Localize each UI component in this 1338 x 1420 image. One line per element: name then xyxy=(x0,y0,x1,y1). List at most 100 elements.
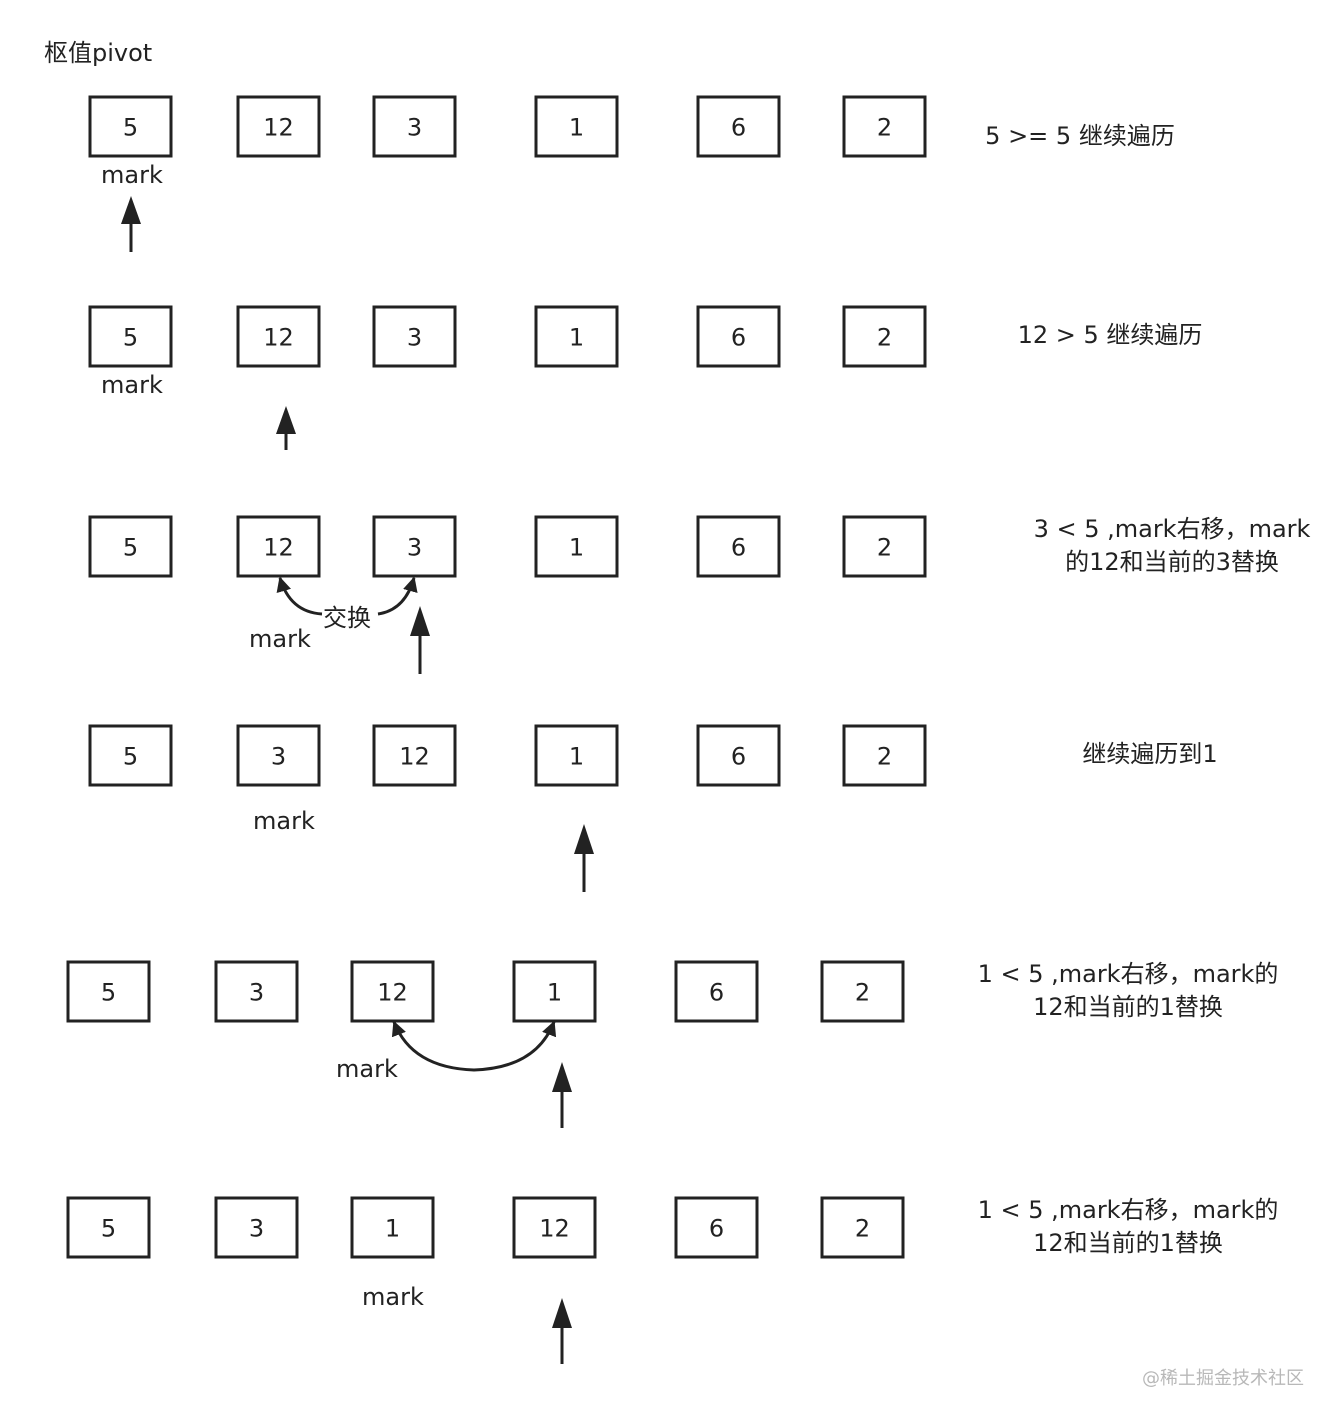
step-note-row-3: 3 < 5 ,mark右移，mark 的12和当前的3替换 xyxy=(1033,515,1311,576)
array-cell-value: 3 xyxy=(407,534,422,562)
array-cell-box xyxy=(372,724,457,787)
array-cell-value: 12 xyxy=(263,324,294,352)
array-cell-box xyxy=(350,1196,435,1259)
array-cell-box xyxy=(236,305,321,368)
array-cell-value: 3 xyxy=(407,324,422,352)
array-cell-value: 6 xyxy=(731,743,746,771)
array-cell-box xyxy=(512,1196,597,1259)
array-cell-box xyxy=(88,95,173,158)
array-cell-box xyxy=(236,95,321,158)
array-cell-box xyxy=(696,95,781,158)
pointer-arrows xyxy=(121,196,594,1364)
array-cell-value: 2 xyxy=(877,534,892,562)
array-cell-box xyxy=(534,515,619,578)
array-cell-value: 2 xyxy=(877,743,892,771)
array-cell-value: 12 xyxy=(377,979,408,1007)
array-cell-value: 5 xyxy=(123,743,138,771)
array-cell-box xyxy=(66,1196,151,1259)
array-cell-value: 1 xyxy=(547,979,562,1007)
mark-label-row-2: mark xyxy=(101,371,163,399)
array-cell-box xyxy=(696,305,781,368)
pointer-arrow-row-2 xyxy=(276,406,296,450)
array-cell-box xyxy=(842,95,927,158)
array-cell-value: 2 xyxy=(877,324,892,352)
array-cell-value: 5 xyxy=(123,114,138,142)
array-cell-box xyxy=(88,515,173,578)
pointer-arrow-row-1 xyxy=(121,196,141,252)
step-note-row-2: 12 > 5 继续遍历 xyxy=(1017,321,1203,349)
array-cell-value: 5 xyxy=(123,324,138,352)
array-cell-box xyxy=(372,305,457,368)
swap-curve-row-5 xyxy=(391,1020,557,1072)
pivot-label: 枢值pivot xyxy=(44,39,153,67)
pointer-arrow-row-4 xyxy=(574,824,594,892)
array-cell-box xyxy=(214,1196,299,1259)
mark-label-row-1: mark xyxy=(101,161,163,189)
step-note-row-6: 1 < 5 ,mark右移，mark的 12和当前的1替换 xyxy=(977,1196,1279,1257)
array-cell-value: 3 xyxy=(249,979,264,1007)
array-cell-value: 1 xyxy=(385,1215,400,1243)
array-cell-box xyxy=(534,305,619,368)
swap-curves xyxy=(280,578,557,1072)
array-cell-value: 1 xyxy=(569,324,584,352)
array-cell-value: 12 xyxy=(263,114,294,142)
step-note-row-5: 1 < 5 ,mark右移，mark的 12和当前的1替换 xyxy=(977,960,1279,1021)
array-cell-value: 2 xyxy=(855,979,870,1007)
watermark: @稀土掘金技术社区 xyxy=(1142,1368,1304,1389)
array-cell-value: 3 xyxy=(271,743,286,771)
array-cell-value: 12 xyxy=(263,534,294,562)
array-cell-box xyxy=(820,960,905,1023)
array-cell-value: 2 xyxy=(855,1215,870,1243)
array-cell-value: 6 xyxy=(709,1215,724,1243)
array-row-5: 5 3 12 1 6 2 xyxy=(66,960,905,1023)
pointer-arrow-row-6 xyxy=(552,1298,572,1364)
swap-curve-row-3 xyxy=(280,578,414,616)
array-cell-box xyxy=(674,960,759,1023)
array-cell-value: 3 xyxy=(407,114,422,142)
array-cell-box xyxy=(674,1196,759,1259)
array-row-6: 5 3 1 12 6 2 xyxy=(66,1196,905,1259)
array-cell-value: 5 xyxy=(101,1215,116,1243)
array-cell-box xyxy=(842,724,927,787)
array-cell-box xyxy=(88,305,173,368)
array-cell-box xyxy=(236,724,321,787)
array-cell-value: 12 xyxy=(539,1215,570,1243)
pointer-arrow-row-3 xyxy=(410,606,430,674)
array-cell-value: 6 xyxy=(731,534,746,562)
step-note-row-4: 继续遍历到1 xyxy=(1082,740,1218,768)
swap-label: 交换 xyxy=(323,604,371,632)
array-cell-value: 1 xyxy=(569,743,584,771)
array-cell-value: 1 xyxy=(569,534,584,562)
array-cell-box xyxy=(820,1196,905,1259)
array-cell-box xyxy=(214,960,299,1023)
array-cell-value: 6 xyxy=(709,979,724,1007)
array-cell-value: 6 xyxy=(731,114,746,142)
mark-label-row-5: mark xyxy=(336,1055,398,1083)
array-cell-value: 3 xyxy=(249,1215,264,1243)
array-cell-box xyxy=(696,515,781,578)
array-row-2: 5 12 3 1 6 2 xyxy=(88,305,927,368)
array-cell-box xyxy=(696,724,781,787)
array-cell-value: 12 xyxy=(399,743,430,771)
mark-label-row-6: mark xyxy=(362,1283,424,1311)
array-cell-value: 6 xyxy=(731,324,746,352)
array-rows: 5 12 3 1 6 2 5 12 3 1 6 2 5 12 3 1 6 2 5 3 12 1 6 2 5 3 12 1 6 2 5 3 1 12… xyxy=(66,95,927,1259)
array-cell-value: 2 xyxy=(877,114,892,142)
array-row-3: 5 12 3 1 6 2 xyxy=(88,515,927,578)
array-cell-value: 1 xyxy=(569,114,584,142)
array-cell-box xyxy=(534,95,619,158)
array-cell-box xyxy=(512,960,597,1023)
array-cell-value: 5 xyxy=(123,534,138,562)
array-cell-box xyxy=(842,515,927,578)
array-cell-box xyxy=(372,95,457,158)
array-cell-box xyxy=(534,724,619,787)
array-cell-value: 5 xyxy=(101,979,116,1007)
array-row-1: 5 12 3 1 6 2 xyxy=(88,95,927,158)
array-cell-box xyxy=(842,305,927,368)
array-row-4: 5 3 12 1 6 2 xyxy=(88,724,927,787)
step-note-row-1: 5 >= 5 继续遍历 xyxy=(985,122,1175,150)
array-cell-box xyxy=(88,724,173,787)
mark-label-row-4: mark xyxy=(253,807,315,835)
array-cell-box xyxy=(66,960,151,1023)
